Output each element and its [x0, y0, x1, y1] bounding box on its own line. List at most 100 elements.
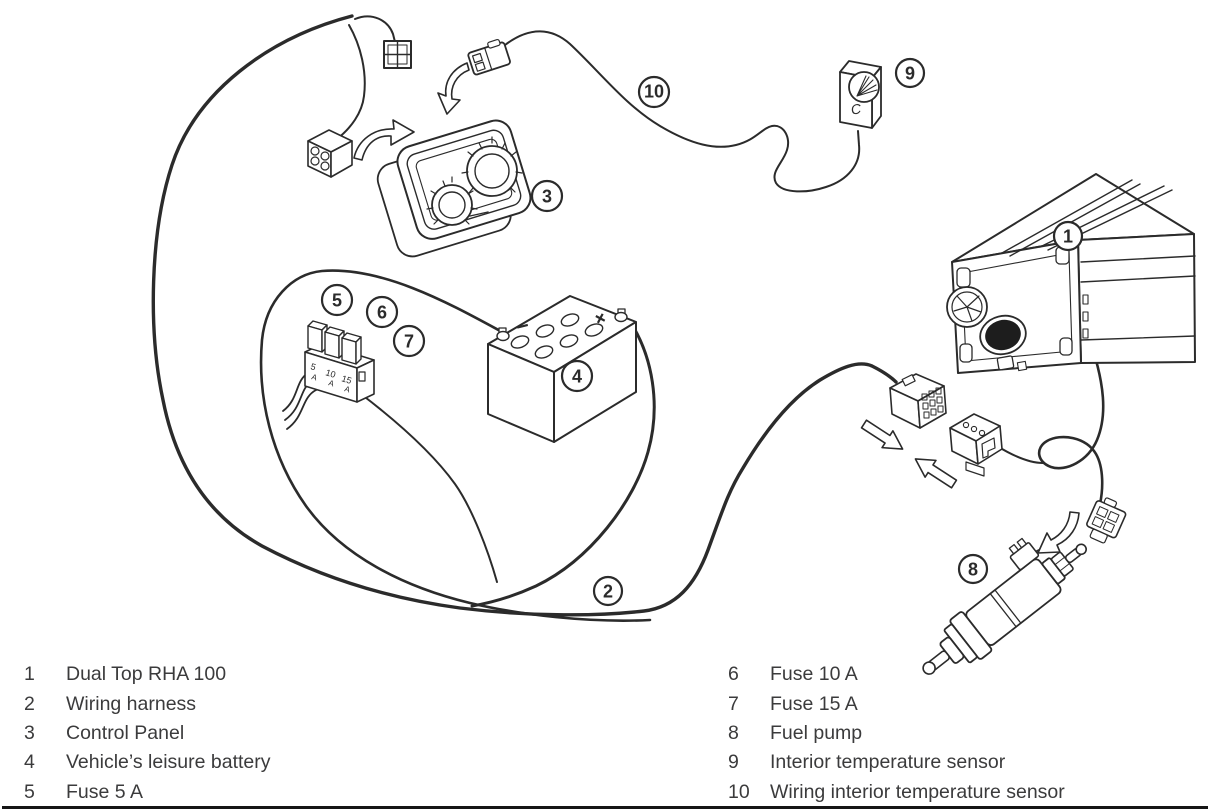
- branch-wire-square-connector: [354, 15, 396, 43]
- svg-text:4: 4: [572, 367, 582, 387]
- legend-item-2: 2 Wiring harness: [24, 689, 271, 718]
- svg-text:5: 5: [332, 291, 342, 311]
- arrow-to-panel-left: [353, 119, 415, 161]
- arrow-connector-a: [860, 419, 904, 450]
- heater-blower-port: [946, 286, 988, 328]
- fuse-10-unit: A: [327, 378, 335, 388]
- callout-4: 4: [560, 359, 594, 393]
- fuel-pump: [922, 537, 1087, 675]
- arrow-to-panel-top: [437, 62, 470, 115]
- pump-connector: [1086, 497, 1127, 544]
- legend-num: 5: [24, 780, 35, 803]
- battery-plus-terminal: [614, 308, 628, 323]
- legend-label: Vehicle’s leisure battery: [66, 751, 271, 774]
- battery-minus-terminal: [496, 327, 510, 342]
- legend-num: 3: [24, 721, 35, 744]
- arrow-connector-b: [914, 458, 958, 489]
- legend-item-9: 9 Interior temperature sensor: [728, 748, 1065, 777]
- arrow-to-pump: [1037, 511, 1080, 554]
- battery-minus-mark: –: [513, 311, 531, 338]
- legend-item-1: 1 Dual Top RHA 100: [24, 660, 271, 689]
- battery-cell-caps: [510, 313, 604, 359]
- heater-mating-connector: [949, 413, 1003, 477]
- fuse-block: 5 A 10 A 15 A: [304, 320, 375, 403]
- legend-item-4: 4 Vehicle’s leisure battery: [24, 748, 271, 777]
- svg-text:6: 6: [377, 303, 387, 323]
- legend-item-7: 7 Fuse 15 A: [728, 689, 1065, 718]
- legend-label: Control Panel: [66, 721, 185, 744]
- legend-num: 7: [728, 692, 739, 715]
- callout-2: 2: [592, 575, 624, 607]
- fuse-15-label: 15: [340, 373, 353, 385]
- svg-text:2: 2: [603, 582, 613, 602]
- sensor-vent-dome: [848, 71, 880, 103]
- panel-knob-left: [426, 176, 478, 226]
- svg-text:7: 7: [404, 332, 414, 352]
- pump-terminal: [1008, 537, 1040, 571]
- sensor-c-mark: C: [850, 100, 863, 117]
- legend-num: 10: [728, 780, 750, 803]
- legend-item-8: 8 Fuel pump: [728, 719, 1065, 748]
- callout-5: 5: [320, 283, 354, 317]
- assembly-arrows: [353, 62, 1080, 554]
- control-panel: [376, 119, 532, 258]
- legend-num: 8: [728, 721, 739, 744]
- main-harness-cable: [151, 14, 898, 617]
- svg-text:9: 9: [905, 64, 915, 84]
- svg-text:1: 1: [1063, 227, 1073, 247]
- legend-item-5: 5 Fuse 5 A: [24, 778, 271, 807]
- svg-text:8: 8: [968, 560, 978, 580]
- legend-label: Wiring interior temperature sensor: [770, 780, 1065, 803]
- legend-num: 9: [728, 751, 739, 774]
- battery-plus-cable: [470, 318, 656, 608]
- fuse-15-unit: A: [343, 384, 351, 394]
- interior-temp-sensor: C: [839, 60, 882, 129]
- legend-label: Fuse 5 A: [66, 780, 143, 803]
- legend-label: Interior temperature sensor: [770, 751, 1006, 774]
- fuse-10a: [324, 326, 345, 359]
- panel-knob-right: [461, 136, 523, 197]
- callout-6: 6: [365, 295, 399, 329]
- fuse-5-unit: A: [310, 372, 318, 382]
- svg-text:3: 3: [542, 187, 552, 207]
- leisure-battery: – +: [487, 295, 637, 443]
- legend-label: Wiring harness: [66, 692, 197, 715]
- sensor-2pin-connector: [467, 39, 511, 76]
- callouts: 1 2 3 4 5 6 7 8: [320, 57, 1084, 607]
- callout-7: 7: [392, 324, 426, 358]
- legend-label: Dual Top RHA 100: [66, 663, 227, 686]
- legend-label: Fuel pump: [770, 721, 863, 744]
- fuse-5a: [307, 320, 328, 353]
- legend-item-10: 10 Wiring interior temperature sensor: [728, 778, 1065, 807]
- fuse-15a: [341, 332, 362, 365]
- legend-item-6: 6 Fuse 10 A: [728, 660, 1065, 689]
- square-grid-connector: [383, 40, 412, 69]
- fuse-10-label: 10: [324, 367, 337, 379]
- legend-num: 4: [24, 751, 35, 774]
- legend-right-column: 6 Fuse 10 A 7 Fuse 15 A 8 Fuel pump 9 In…: [728, 660, 1065, 807]
- heater-pump-wire: [1037, 348, 1105, 506]
- callout-3: 3: [530, 179, 564, 213]
- legend-label: Fuse 15 A: [770, 692, 858, 715]
- legend-num: 2: [24, 692, 35, 715]
- page-bottom-rule: [2, 806, 1208, 809]
- battery-minus-cable: [259, 269, 652, 622]
- svg-text:10: 10: [644, 82, 664, 102]
- harness-main-connector: [889, 373, 947, 429]
- callout-10: 10: [637, 75, 671, 109]
- fuse-5-label: 5: [309, 361, 317, 372]
- temp-sensor-wire: [504, 30, 861, 193]
- legend-label: Fuse 10 A: [770, 663, 858, 686]
- legend-item-3: 3 Control Panel: [24, 719, 271, 748]
- connector-b-wire: [996, 445, 1044, 464]
- branch-wire-panel-connector: [336, 24, 366, 140]
- legend-num: 1: [24, 663, 35, 686]
- heater-unit: [946, 173, 1196, 374]
- fuse-right-wire: [360, 393, 498, 583]
- legend-num: 6: [728, 663, 739, 686]
- legend-left-column: 1 Dual Top RHA 100 2 Wiring harness 3 Co…: [24, 660, 271, 807]
- callout-8: 8: [957, 553, 989, 585]
- heater-exhaust-port: [979, 314, 1028, 372]
